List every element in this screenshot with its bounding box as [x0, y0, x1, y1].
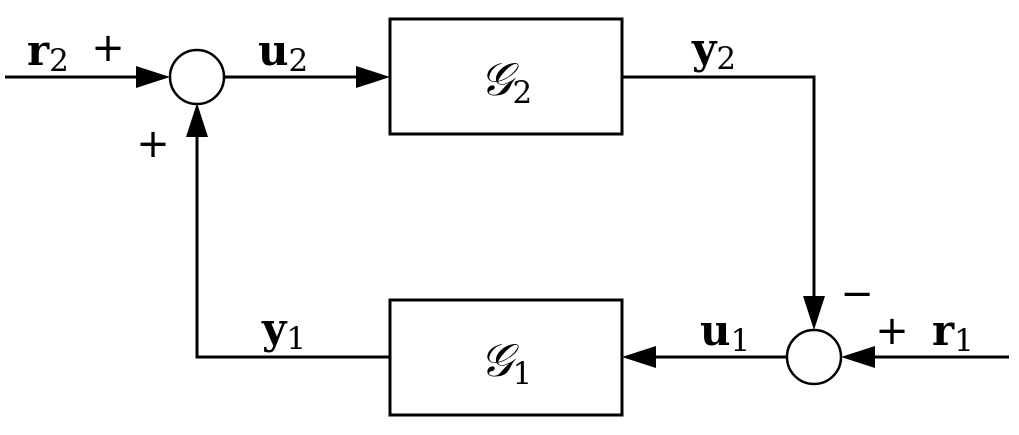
sign-y1-plus: +: [136, 121, 170, 167]
summing-junction-left: [168, 48, 226, 106]
signal-u1-label: u1: [700, 306, 750, 359]
signal-r1-label: r1: [932, 306, 974, 359]
block-g1-sub: 1: [513, 356, 533, 392]
arrowhead-r2: [136, 66, 170, 88]
block-g1: 𝒢1: [388, 298, 624, 417]
block-g2: 𝒢2: [388, 17, 624, 136]
sign-r1-plus: +: [875, 308, 909, 354]
wire-y1: [195, 130, 390, 359]
arrowhead-u2: [356, 66, 390, 88]
signal-r2-label: r2: [27, 26, 69, 79]
arrowhead-y1: [186, 103, 208, 137]
summing-junction-right: [785, 328, 843, 386]
block-g2-label: 𝒢2: [480, 52, 533, 111]
block-g2-sub: 2: [513, 75, 533, 111]
wire-y2: [622, 75, 816, 298]
block-g1-box: [388, 298, 624, 417]
signal-u2-label: u2: [258, 26, 308, 79]
arrowhead-u1: [622, 346, 656, 368]
signal-y1-label: y1: [261, 304, 306, 357]
signal-y2-label: y2: [691, 24, 736, 77]
sign-r2-plus: +: [91, 25, 125, 71]
block-g2-box: [388, 17, 624, 136]
sign-y2-minus: −: [840, 271, 874, 317]
arrowhead-y2: [803, 296, 825, 330]
arrowhead-r1: [841, 346, 875, 368]
